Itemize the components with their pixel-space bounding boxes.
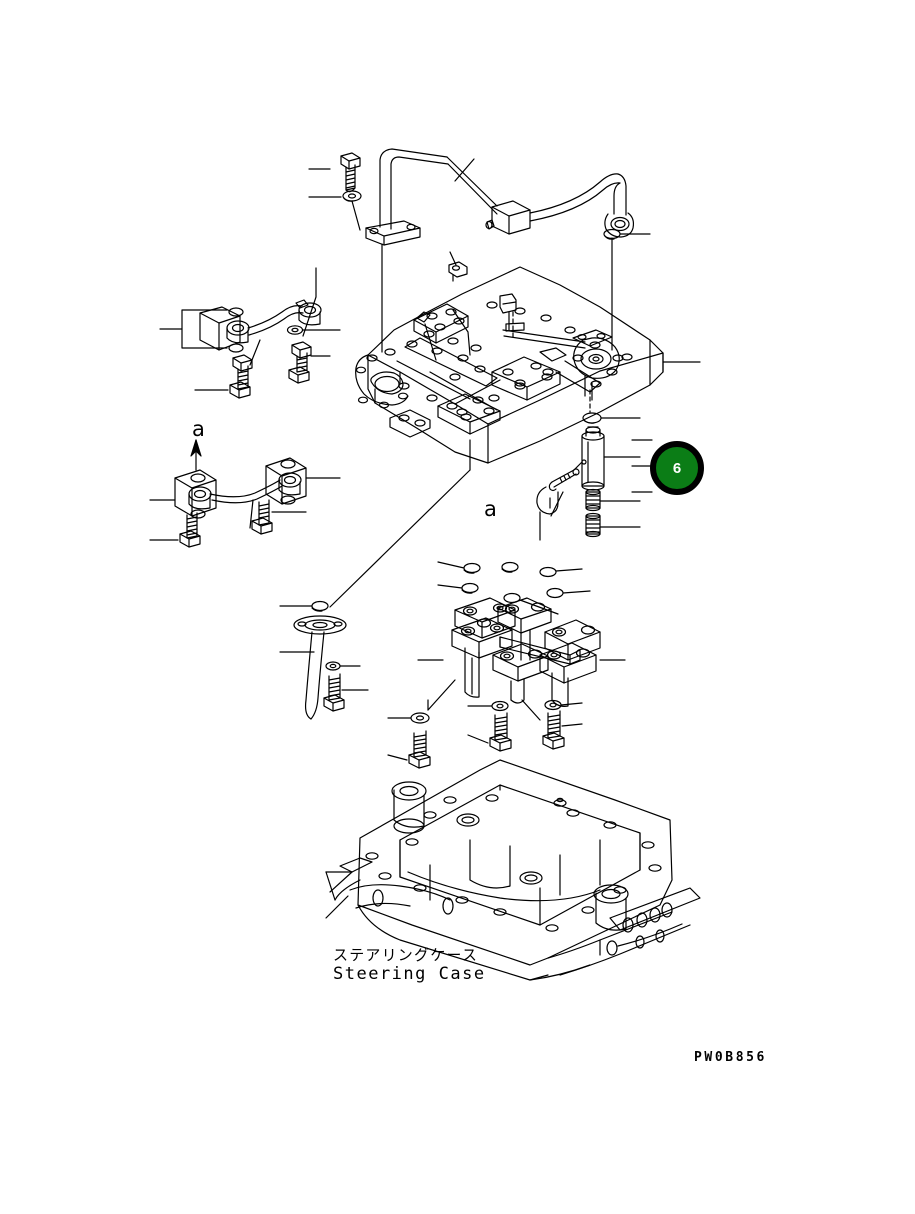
callout-leader-lines <box>631 439 653 493</box>
hydraulic-tube-assembly <box>365 148 635 246</box>
lower-left-linkage-assembly <box>149 439 341 548</box>
callout-badge-6[interactable]: 6 <box>650 441 704 495</box>
section-mark-a-middle: a <box>484 497 497 521</box>
spool-valve-group <box>536 412 641 541</box>
drawing-code: PW0B856 <box>694 1050 767 1065</box>
tube-mount-fasteners <box>308 152 362 231</box>
section-mark-a-left: a <box>192 417 205 441</box>
manifold-bracket-assembly <box>387 561 626 769</box>
valve-body-plate <box>355 251 664 464</box>
upper-left-linkage-assembly <box>159 267 341 399</box>
callout-badge-number: 6 <box>672 459 682 477</box>
leader-lines-plate <box>329 228 701 608</box>
lever-shaft-assembly <box>279 600 369 720</box>
steering-case-housing <box>325 759 701 981</box>
caption-japanese: ステアリングケース <box>333 946 479 964</box>
caption-english: Steering Case <box>333 964 486 984</box>
